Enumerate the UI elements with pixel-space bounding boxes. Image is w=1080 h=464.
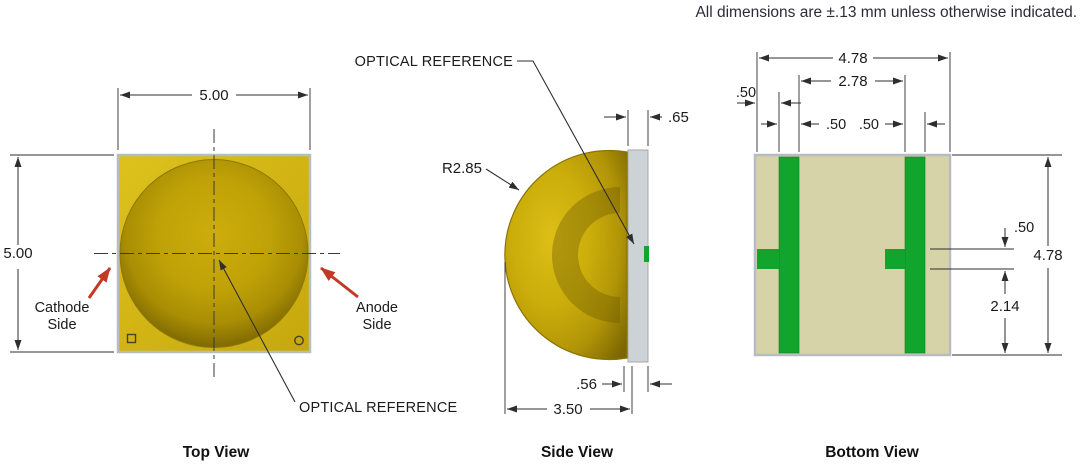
dim-tab-to-edge: 2.14 — [990, 298, 1019, 315]
radius-leader — [485, 168, 520, 191]
cathode-arrow — [87, 267, 112, 299]
dim-pad-width-right: .50 — [859, 117, 879, 133]
anode-arrow — [320, 266, 359, 299]
dim-lens-width: 3.50 — [553, 401, 582, 418]
anode-label-line2: Side — [362, 317, 391, 333]
optical-reference-leader — [218, 259, 296, 403]
optical-reference-label: OPTICAL REFERENCE — [355, 54, 513, 70]
tolerance-note: All dimensions are ±.13 mm unless otherw… — [695, 4, 1077, 21]
optical-reference-leader — [517, 60, 635, 245]
top-view-title: Top View — [183, 444, 251, 461]
cathode-label-line1: Cathode — [35, 300, 90, 316]
anode-label-line1: Anode — [356, 300, 398, 316]
anode-pad — [904, 156, 926, 354]
bottom-view-title: Bottom View — [825, 444, 920, 461]
side-view: OPTICAL REFERENCE R2.85 .65 .56 3.50 Sid… — [355, 54, 689, 461]
cathode-pad-tab — [757, 249, 779, 269]
cathode-label-line2: Side — [47, 317, 76, 333]
anode-pad-tab — [885, 249, 905, 269]
dim-overall-width: 4.78 — [838, 50, 867, 67]
dim-pad-span: 2.78 — [838, 73, 867, 90]
bottom-view: 4.78 2.78 .50 .50 .50 .50 2.14 4.78 Bott — [736, 50, 1063, 461]
cathode-pad — [778, 156, 800, 354]
side-view-dome-lens — [504, 149, 628, 361]
dim-tab-height: .50 — [1014, 220, 1034, 236]
dim-edge-gap: .50 — [736, 85, 756, 101]
dim-top-height: 5.00 — [3, 245, 32, 262]
anode-corner-mark — [294, 335, 304, 346]
cathode-corner-mark — [126, 333, 137, 344]
dim-base: .56 — [576, 376, 597, 393]
optical-reference-label: OPTICAL REFERENCE — [299, 400, 457, 416]
dim-overall-height: 4.78 — [1033, 247, 1062, 264]
dim-radius: R2.85 — [442, 160, 482, 177]
side-view-title: Side View — [541, 444, 614, 461]
top-view: 5.00 5.00 Cathode Side Anode Side OPTICA… — [3, 87, 457, 461]
dim-substrate-thickness: .65 — [668, 109, 689, 126]
dim-top-width: 5.00 — [199, 87, 228, 104]
dim-pad-width-left: .50 — [826, 117, 846, 133]
substrate-pad-mark — [644, 246, 649, 262]
dome-inner-contour — [552, 187, 621, 323]
